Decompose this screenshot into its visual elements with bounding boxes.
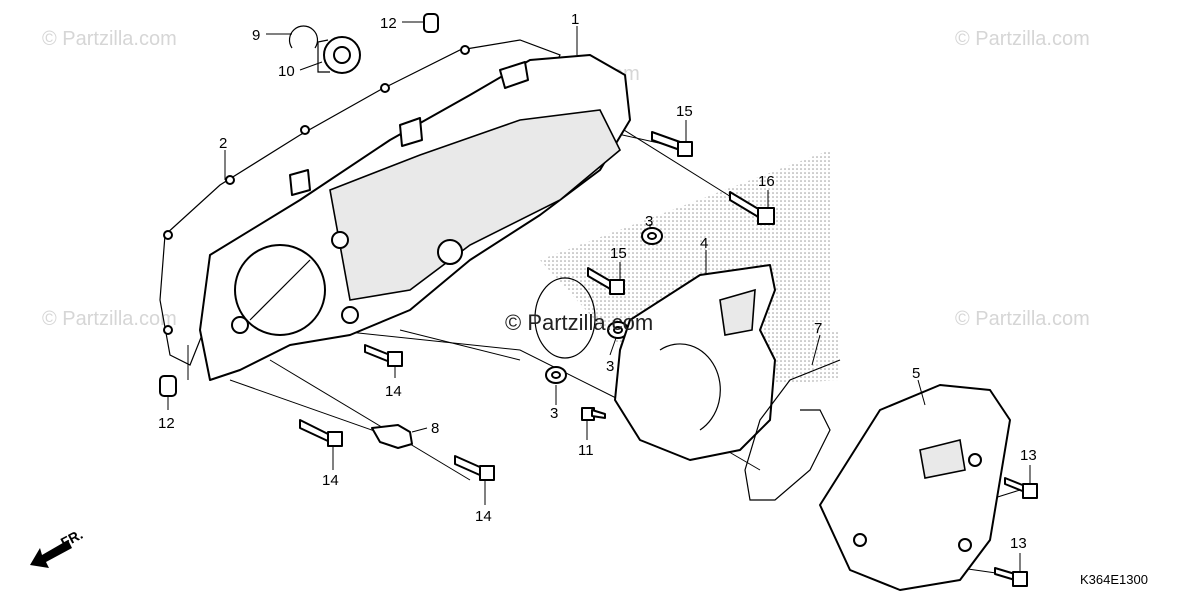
outer-cover-hole xyxy=(853,533,867,547)
bolt-part-15 xyxy=(651,131,693,157)
callout-16: 16 xyxy=(758,173,775,190)
cover-ridge xyxy=(329,109,621,301)
cover-lug xyxy=(499,61,529,89)
outer-cover-hole xyxy=(958,538,972,552)
callout-5: 5 xyxy=(912,365,920,382)
gasket-bolt-holes xyxy=(163,45,470,335)
cover-boss xyxy=(331,231,349,249)
shading-area xyxy=(760,330,840,385)
bolt-part-13 xyxy=(1004,477,1038,499)
bolt-part-11 xyxy=(581,407,606,421)
bolt-part-14 xyxy=(299,419,343,447)
watermark: © Partzilla.com xyxy=(42,28,177,50)
dowel-pin-part-12 xyxy=(423,13,439,33)
callout-15: 15 xyxy=(676,103,693,120)
watermark: © Partzilla.com xyxy=(955,308,1090,330)
callout-11: 11 xyxy=(578,442,594,459)
callout-14: 14 xyxy=(322,472,339,489)
callout-13: 13 xyxy=(1010,535,1027,552)
callout-3: 3 xyxy=(606,358,614,375)
outer-cover-hole xyxy=(968,453,982,467)
circlip-part-9 xyxy=(288,25,319,49)
front-direction-indicator: FR. xyxy=(30,526,85,568)
grommet-part-3 xyxy=(545,366,567,384)
seal-part-7 xyxy=(744,359,841,501)
bolt-part-14 xyxy=(454,455,495,481)
cover-boss xyxy=(341,306,359,324)
clamp-part-8 xyxy=(371,424,413,449)
watermark: © Partzilla.com xyxy=(42,308,177,330)
callout-4: 4 xyxy=(700,235,708,252)
outer-cover-vent xyxy=(919,439,966,479)
callout-12: 12 xyxy=(380,15,397,32)
diagram-code: K364E1300 xyxy=(1080,572,1148,587)
callout-14: 14 xyxy=(475,508,492,525)
callout-3: 3 xyxy=(645,213,653,230)
cover-lug xyxy=(289,169,311,196)
callout-2: 2 xyxy=(219,135,227,152)
center-watermark: © Partzilla.com xyxy=(505,310,653,335)
callout-3: 3 xyxy=(550,405,558,422)
bolt-part-13 xyxy=(994,567,1028,587)
callout-8: 8 xyxy=(431,420,439,437)
callout-10: 10 xyxy=(278,63,295,80)
inner-cover-opening xyxy=(659,343,721,431)
cover-lug xyxy=(399,117,423,147)
callout-leaders xyxy=(167,21,1031,572)
bolt-part-14 xyxy=(364,344,403,367)
inner-cover-boss xyxy=(719,288,756,336)
dowel-pin-part-12 xyxy=(159,375,177,397)
callout-labels: 1 2 3 3 3 4 5 7 8 9 10 11 12 12 13 13 14… xyxy=(158,11,1037,552)
callout-12: 12 xyxy=(158,415,175,432)
front-arrow-icon xyxy=(30,540,72,568)
cover-boss xyxy=(437,239,463,265)
callout-14: 14 xyxy=(385,383,402,400)
window-slot xyxy=(249,259,311,321)
bolt-part-15 xyxy=(587,267,625,295)
bearing-part-10 xyxy=(317,36,361,74)
callout-9: 9 xyxy=(252,27,260,44)
bolt-part-16 xyxy=(729,191,775,225)
o-ring xyxy=(534,277,596,359)
watermark: © Partzilla.com xyxy=(955,28,1090,50)
callout-1: 1 xyxy=(571,11,579,28)
callout-7: 7 xyxy=(814,320,822,337)
outer-cover-part-5 xyxy=(819,384,1011,591)
cover-boss xyxy=(231,316,249,334)
callout-15: 15 xyxy=(610,245,627,262)
grommet-part-3 xyxy=(641,227,663,245)
callout-13: 13 xyxy=(1020,447,1037,464)
grommet-part-3 xyxy=(607,321,629,339)
